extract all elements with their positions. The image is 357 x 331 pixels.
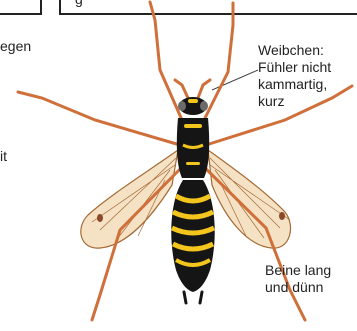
head <box>178 97 208 115</box>
label-legs-line-1: Beine lang <box>265 262 331 279</box>
label-female-line-3: kammartig, <box>258 76 331 93</box>
antennae <box>175 80 210 98</box>
label-left-top: egen <box>0 38 31 55</box>
label-legs: Beine lang und dünn <box>265 262 331 296</box>
abdomen <box>171 180 214 303</box>
label-female-antennae: Weibchen: Fühler nicht kammartig, kurz <box>258 42 331 110</box>
thorax <box>177 118 209 178</box>
label-female-line-4: kurz <box>258 93 331 110</box>
label-female-line-2: Fühler nicht <box>258 59 331 76</box>
label-female-line-1: Weibchen: <box>258 42 331 59</box>
label-legs-line-2: und dünn <box>265 279 331 296</box>
right-wing <box>208 150 291 248</box>
label-left-mid: it <box>0 148 7 165</box>
left-wing <box>81 150 178 248</box>
